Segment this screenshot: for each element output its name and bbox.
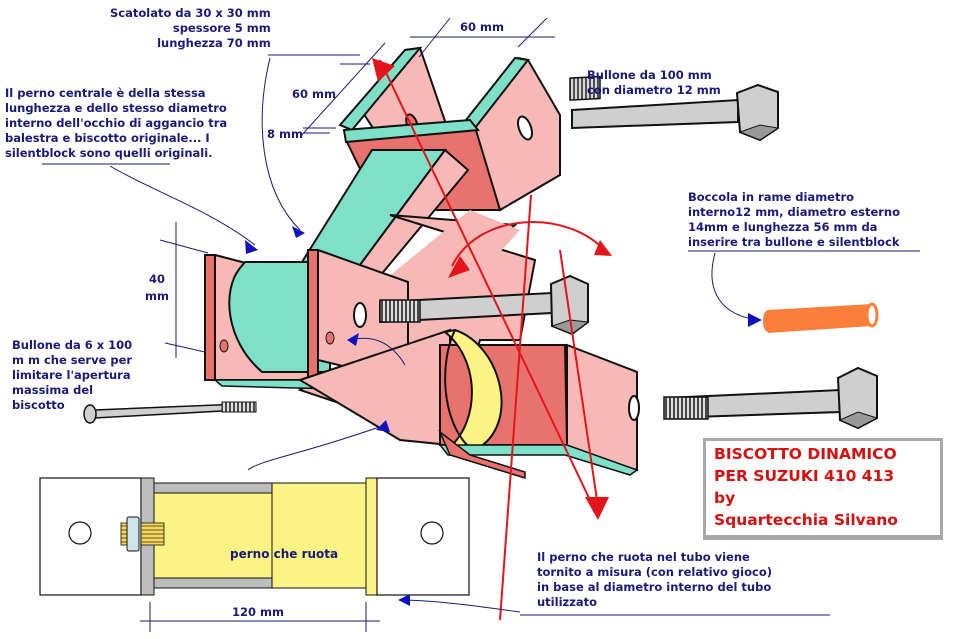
dimension-height-plate: 60 mm xyxy=(292,87,336,101)
dimension-height-side: 40 mm xyxy=(145,272,169,303)
dimension-width-top: 60 mm xyxy=(460,20,504,34)
dimension-length-pin: 120 mm xyxy=(232,605,284,619)
dimension-lines xyxy=(159,17,555,358)
left-bracket xyxy=(204,248,410,391)
bolt-bottom xyxy=(663,366,879,430)
title-line-4: Squartecchia Silvano xyxy=(714,511,898,529)
copper-bushing xyxy=(763,302,879,333)
tube-spec-note: Scatolato da 30 x 30 mm spessore 5 mm lu… xyxy=(110,6,271,50)
title-line-2: PER SUZUKI 410 413 xyxy=(714,467,895,485)
cross-section xyxy=(39,477,470,632)
bolt-middle xyxy=(379,274,590,336)
title-line-1: BISCOTTO DINAMICO xyxy=(714,445,897,463)
leader-arrowheads xyxy=(245,226,762,606)
limit-bolt-note: Bullone da 6 x 100 m m che serve per lim… xyxy=(12,338,133,412)
limit-bolt xyxy=(83,401,257,424)
rotating-pin-label: perno che ruota xyxy=(230,547,339,561)
title-box: BISCOTTO DINAMICO PER SUZUKI 410 413 by … xyxy=(703,438,943,540)
dimension-thickness: 8 mm xyxy=(267,127,303,141)
rotating-pin-note: Il perno che ruota nel tubo viene tornit… xyxy=(537,550,772,609)
bushing-note: Boccola in rame diametro interno12 mm, d… xyxy=(688,190,901,249)
central-pin-note: Il perno centrale è della stessa lunghez… xyxy=(5,86,228,160)
bolt-100-note: Bullone da 100 mm con diametro 12 mm xyxy=(587,68,721,97)
bolt-top xyxy=(569,75,780,142)
motion-arrows xyxy=(372,58,612,621)
title-line-3: by xyxy=(714,489,736,507)
lower-bracket xyxy=(297,328,640,480)
